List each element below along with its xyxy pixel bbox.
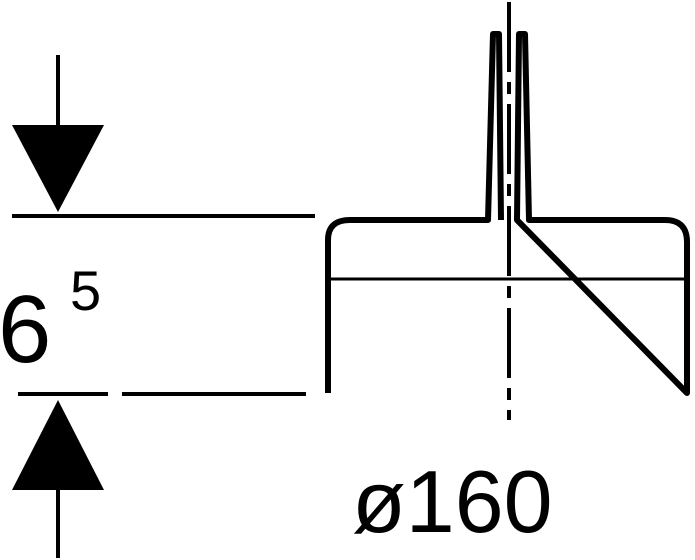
bottom-arrowhead-icon	[12, 400, 104, 490]
height-dimension-value: 6	[0, 276, 51, 383]
top-arrowhead-icon	[12, 125, 104, 212]
bottom-dimension-arrow	[12, 400, 104, 558]
part-body	[325, 31, 690, 396]
part-outline	[325, 31, 690, 396]
top-dimension-arrow	[12, 55, 104, 212]
diameter-dimension-label: ø160	[352, 452, 553, 551]
height-dimension-superscript: 5	[70, 259, 101, 322]
